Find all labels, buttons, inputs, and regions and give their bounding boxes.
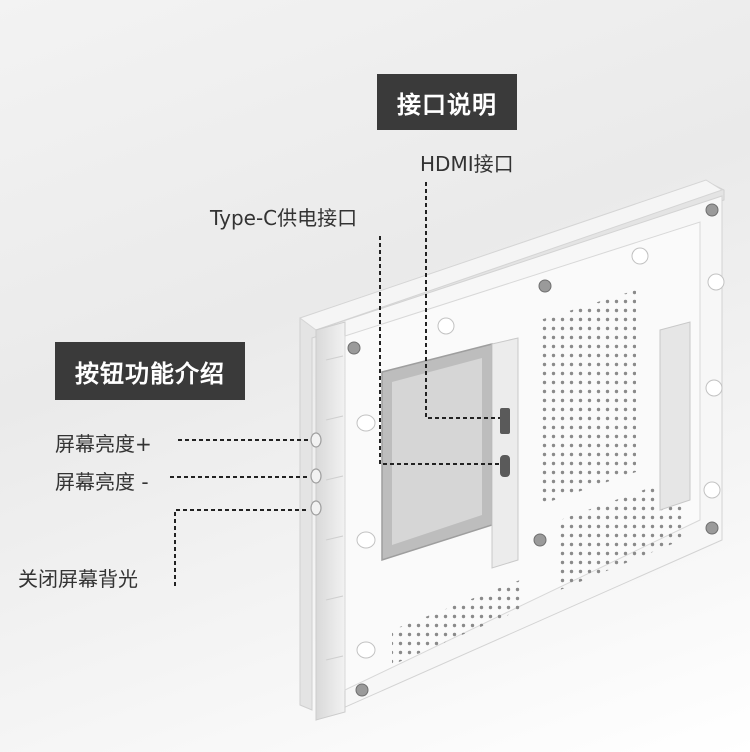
typec-port-label: Type-C供电接口 bbox=[210, 206, 358, 230]
port-block bbox=[491, 337, 519, 569]
leader-lines bbox=[170, 182, 500, 586]
hdmi-port-label: HDMI接口 bbox=[420, 152, 514, 176]
display-cutout-inner bbox=[392, 358, 482, 545]
vent-grid-main bbox=[540, 290, 636, 505]
hdmi-port bbox=[500, 408, 510, 434]
left-frame-strip bbox=[315, 321, 346, 721]
typec-leader bbox=[379, 236, 500, 465]
buttons-heading: 按钮功能介绍 bbox=[55, 342, 245, 400]
brightness-up-label: 屏幕亮度+ bbox=[55, 432, 152, 456]
mounting-posts bbox=[356, 247, 725, 659]
backlight-off-label: 关闭屏幕背光 bbox=[18, 567, 138, 591]
frame-ribs bbox=[325, 355, 344, 661]
housing-top-rim bbox=[298, 179, 724, 331]
screws bbox=[347, 203, 719, 697]
side-slot bbox=[659, 321, 691, 511]
side-buttons bbox=[310, 432, 322, 516]
typec-port bbox=[500, 455, 510, 477]
hdmi-leader bbox=[425, 182, 500, 419]
vent-grid-lower bbox=[560, 476, 682, 590]
backlight-leader bbox=[174, 509, 308, 586]
brightness-down-label: 屏幕亮度 - bbox=[55, 470, 149, 494]
ports-heading: 接口说明 bbox=[377, 74, 517, 130]
vent-grid-bottom bbox=[392, 580, 520, 665]
